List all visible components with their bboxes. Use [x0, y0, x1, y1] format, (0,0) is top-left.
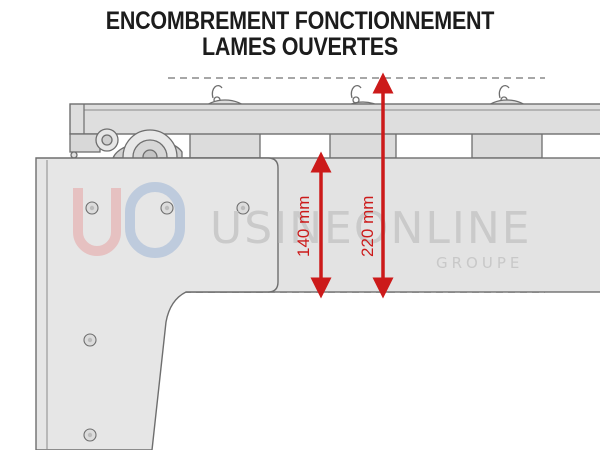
watermark-u-letter [73, 188, 121, 256]
watermark-brand-text: USINEONLINE [210, 203, 532, 254]
top-rail [69, 103, 600, 135]
mounting-bracket [35, 157, 279, 450]
watermark-o-letter [125, 182, 185, 258]
watermark-sub-text: GROUPE [436, 254, 523, 272]
dimension-label-220: 220 mm [358, 196, 377, 257]
watermark-logo [73, 182, 185, 258]
dimension-label-140: 140 mm [294, 196, 313, 257]
diagram-title-line1: ENCOMBREMENT FONCTIONNEMENT [105, 7, 495, 35]
bolts [83, 201, 250, 442]
blade-hooks [211, 84, 510, 104]
diagram-title-line2: LAMES OUVERTES [202, 33, 398, 61]
